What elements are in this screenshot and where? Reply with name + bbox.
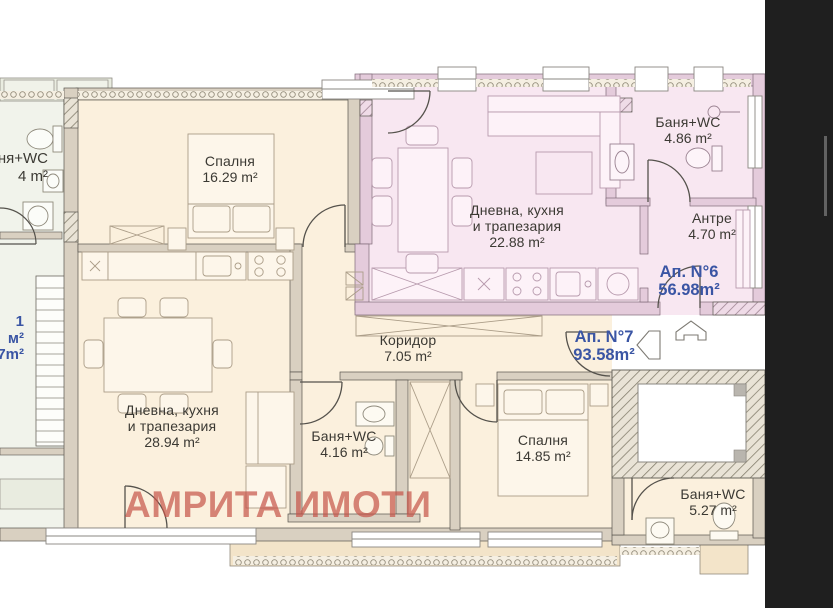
- door-ap6-entry: [657, 265, 701, 309]
- direction-up-arrow-icon: [675, 320, 707, 341]
- corridor-closet: [345, 271, 543, 337]
- dining-set-ap7: [83, 297, 233, 414]
- elevator-shaft: [611, 369, 766, 479]
- dining-set-ap6: [371, 125, 473, 274]
- windows: [45, 66, 763, 548]
- door-bath-ap6: [647, 159, 691, 203]
- kitchen-counter-ap6: [371, 267, 639, 301]
- door-bath-ap7b: [631, 477, 675, 521]
- left-unit-apartment-label-partial: 1 м² 7m²: [0, 313, 24, 363]
- left-unit-door: [0, 207, 37, 245]
- sofa-ap6: [487, 95, 621, 195]
- left-unit-toilet: [26, 125, 63, 153]
- bath-ap7a-fixtures: [355, 401, 395, 457]
- side-dark-band: [765, 0, 833, 608]
- door-balcony-ap7: [124, 485, 168, 529]
- chain-strips: [0, 79, 751, 99]
- sofa-ap7: [245, 391, 295, 509]
- agency-watermark: АМРИТА ИМОТИ: [124, 484, 432, 525]
- door-bedroom2: [454, 379, 498, 423]
- door-ap7-entry: [565, 331, 611, 377]
- bath-ap6-fixtures: [609, 105, 740, 181]
- direction-arrows: [636, 320, 707, 360]
- left-unit-washer: [22, 201, 54, 231]
- left-unit-sink: [42, 169, 64, 193]
- doors: [124, 90, 701, 529]
- bed-bedroom1: [109, 133, 295, 251]
- bath-ap7b-fixtures: [645, 502, 739, 545]
- door-bedroom1: [302, 204, 346, 248]
- door-ap6-terrace: [387, 90, 431, 134]
- bed-bedroom2: [475, 383, 609, 497]
- side-band-streak: [824, 136, 827, 216]
- antre-wardrobe: [735, 209, 751, 289]
- kitchen-counter-ap7: [81, 251, 294, 281]
- door-bath-ap7a: [299, 381, 343, 425]
- direction-left-arrow-icon: [636, 330, 661, 360]
- closet-bedroom2: [409, 381, 451, 479]
